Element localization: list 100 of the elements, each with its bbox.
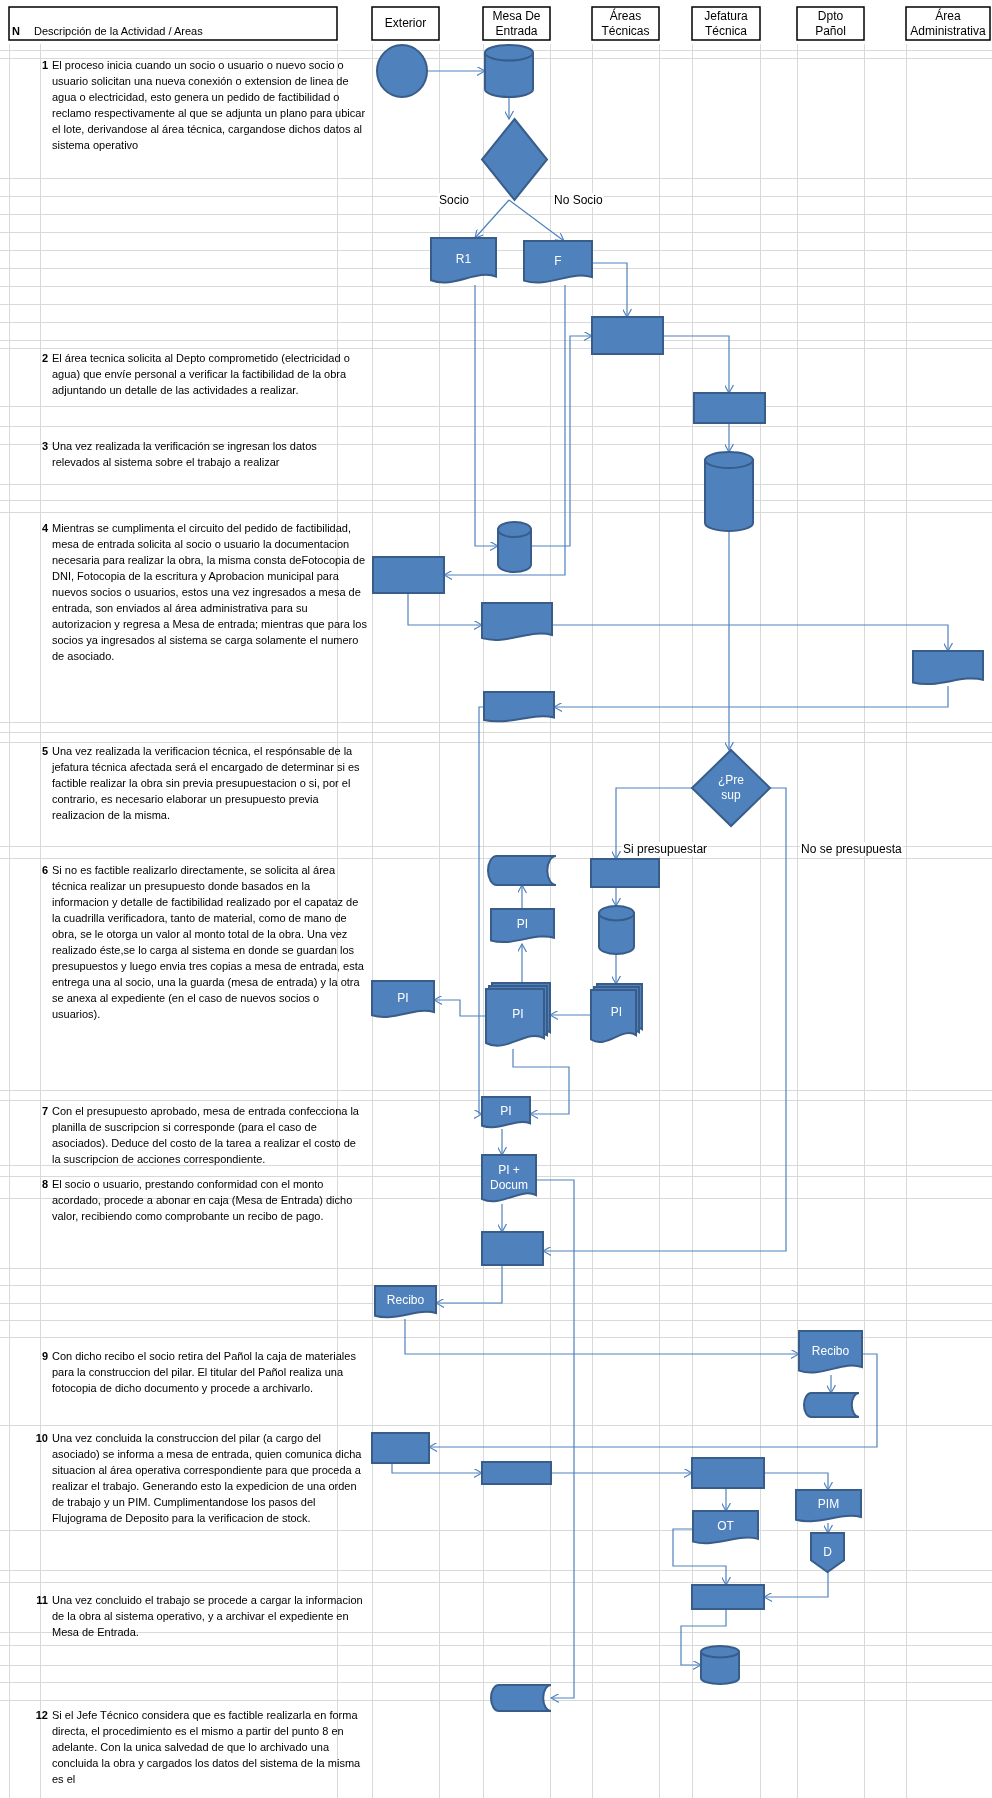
process-box	[482, 1462, 551, 1484]
column-heading: Descripción de la Actividad / Areas	[33, 24, 203, 39]
edge-label: Si presupuestar	[622, 842, 709, 856]
step-number: 6	[40, 863, 48, 878]
lane-header	[372, 7, 439, 40]
document-shape	[482, 1155, 536, 1204]
arrow	[723, 422, 735, 453]
step-number: 9	[40, 1349, 48, 1364]
lane-header	[592, 7, 659, 40]
document-shape	[796, 1490, 861, 1523]
document-shape	[693, 1511, 758, 1545]
step-description: El socio o usuario, prestando conformidad con el monto acordado, procede a abonar en caja (Mesa de Entrada) dicho valor, recibiendo como comprobante un recibo de pago.	[52, 1177, 354, 1224]
step-description: Una vez realizada la verificación se ingresan los datos relevados al sistema sobre el trabajo a realizar	[52, 439, 318, 470]
step-description: Con dicho recibo el socio retira del Pañol la caja de materiales para la construccion del pilar. El titular del Pañol realiza una fotocopia de dicho documento y procede a archivarlo.	[52, 1349, 357, 1396]
node-label: Mesa De Entrada	[491, 8, 542, 39]
arrow	[474, 199, 510, 239]
lane-header	[797, 7, 864, 40]
database-cylinder	[485, 45, 533, 97]
step-number: 12	[34, 1708, 48, 1723]
arrow	[404, 1318, 800, 1360]
document-shape	[799, 1331, 862, 1375]
arrow	[610, 953, 622, 985]
process-box	[692, 1458, 764, 1488]
process-box	[694, 393, 765, 423]
step-number: 3	[40, 439, 48, 454]
step-number: 10	[34, 1431, 48, 1446]
process-box	[372, 1433, 429, 1463]
arrow	[530, 330, 593, 547]
edge-label: Socio	[438, 193, 471, 207]
node-label: PI	[397, 990, 409, 1006]
multi-document-shape	[591, 984, 642, 1045]
arrow	[720, 1487, 732, 1512]
arrow	[473, 706, 485, 1120]
node-label: Recibo	[386, 1293, 425, 1308]
edge-label: No se presupuesta	[800, 842, 903, 856]
document-shape	[491, 909, 554, 944]
node-label: PIM	[817, 1497, 840, 1512]
document-shape	[375, 1286, 436, 1319]
node-label: R1	[455, 252, 472, 267]
node-label: OT	[717, 1518, 734, 1534]
arrow	[496, 1203, 508, 1233]
step-number: 8	[40, 1177, 48, 1192]
node-label: ¿Pre sup	[717, 773, 745, 803]
database-cylinder	[599, 906, 634, 954]
step-description: Una vez concluida la construccion del pilar (a cargo del asociado) se informa a mesa de entrada, quien comunica dicha situacion al área operativa correspondiente para que proceda a realizar el trabajo. Generando esto la expedicion de una orden de trabajo y un PIM. Cumplimentandose los pasos del Flujograma de Deposito para la verificacion de stock.	[52, 1431, 363, 1526]
arrow	[407, 592, 483, 631]
arrow	[672, 1528, 732, 1586]
node-label: D	[823, 1545, 832, 1560]
step-number: 4	[40, 521, 48, 536]
decision-diamond	[692, 750, 770, 826]
document-shape	[372, 981, 434, 1019]
arrow	[512, 1048, 570, 1120]
lane-header	[483, 7, 550, 40]
step-description: Mientras se cumplimenta el circuito del pedido de factibilidad, mesa de entrada solicita al socio o usuario la documentacion necesaria para realizar la obra, la misma consta deFotocopia de DNI, Fotocopia de la escritura y Aprobacion municipal para nuevos socios o usuarios, estos una vez ingresados a mesa de entrada, son enviados al área administrativa para su autorizacion y regresa a Mesa de entrada; mientras que para los socios ya ingresados al sistema se carga solamente el numero de asociado.	[52, 521, 367, 664]
stored-data-shape	[804, 1393, 859, 1417]
document-shape	[431, 238, 496, 285]
document-shape	[482, 603, 552, 642]
node-label: Exterior	[383, 16, 428, 31]
step-number: 7	[40, 1104, 48, 1119]
arrow	[391, 1462, 483, 1479]
edge-label: No Socio	[553, 193, 604, 207]
arrow	[825, 1374, 837, 1394]
node-label: PI	[516, 917, 529, 932]
step-number: 1	[40, 58, 48, 73]
arrow	[516, 943, 528, 984]
process-box	[591, 859, 659, 887]
off-page-connector	[811, 1533, 844, 1572]
arrow	[610, 787, 693, 860]
arrow	[508, 199, 565, 242]
arrow	[503, 96, 515, 120]
step-description: Con el presupuesto aprobado, mesa de entrada confecciona la planilla de suscripcion si corresponde (para el caso de asociados). Deduce del costo de la tarea a realizar el costo de la suscripcion de acciones correspondiente.	[52, 1104, 360, 1167]
step-number: 11	[35, 1593, 48, 1608]
start-circle	[377, 45, 427, 97]
arrow	[822, 1522, 834, 1534]
process-box	[482, 1232, 543, 1265]
column-number-heading: N	[12, 24, 20, 39]
column-header	[9, 7, 337, 40]
document-shape	[913, 651, 983, 686]
lane-header	[692, 7, 760, 40]
arrow	[516, 884, 528, 910]
arrow	[474, 284, 499, 552]
arrow	[496, 1128, 508, 1156]
step-description: Si no es factible realizarlo directamente, se solicita al área técnica realizar un presupuesto donde basados en la informacion y detalle de factibilidad realizado por el capataz de la cuadrilla verificadora, tanto de material, como de mano de obra, se le otorga un valor al monto total de la obra. Una vez realizado éste,se lo carga al sistema en donde se guardan los presupuestos y luego envia tres copias a mesa de entrada, esta entrega una al socio, una la guarda (mesa de entrada) y la otra se anexa al expediente (en el caso de nuevos socios o usuarios).	[52, 863, 365, 1022]
document-shape	[482, 1097, 530, 1129]
process-box	[692, 1585, 764, 1609]
node-label: Área Administrativa	[909, 8, 987, 39]
decision-diamond	[482, 119, 547, 200]
node-label: Áreas Técnicas	[600, 8, 651, 39]
step-number: 2	[40, 351, 48, 366]
node-label: PI	[500, 1103, 512, 1119]
node-label: Recibo	[811, 1343, 850, 1359]
arrow	[680, 1608, 727, 1671]
multi-document-shape	[486, 983, 550, 1049]
node-label: PI	[512, 1006, 524, 1022]
stored-data-shape	[488, 856, 556, 885]
database-cylinder	[705, 452, 753, 531]
step-description: El proceso inicia cuando un socio o usuario o nuevo socio o usuario solicitan una nueva conexión o extension de linea de agua o electricidad, esto genera un pedido de factibilidad o reclamo respectivamente al que se adjunta un plano para ubicar el lote, derivandose al área técnica, cargandose dichos datos al sistema operativo	[52, 58, 367, 153]
process-box	[373, 557, 444, 593]
node-label: PI	[610, 1005, 623, 1020]
step-description: Si el Jefe Técnico considera que es factible realizarla en forma directa, el procedimiento es el mismo a partir del punto 8 en adelante. Con la unica salvedad de que lo archivado una concluida la obra y cargados los datos del sistema de la misma es el	[52, 1708, 362, 1787]
